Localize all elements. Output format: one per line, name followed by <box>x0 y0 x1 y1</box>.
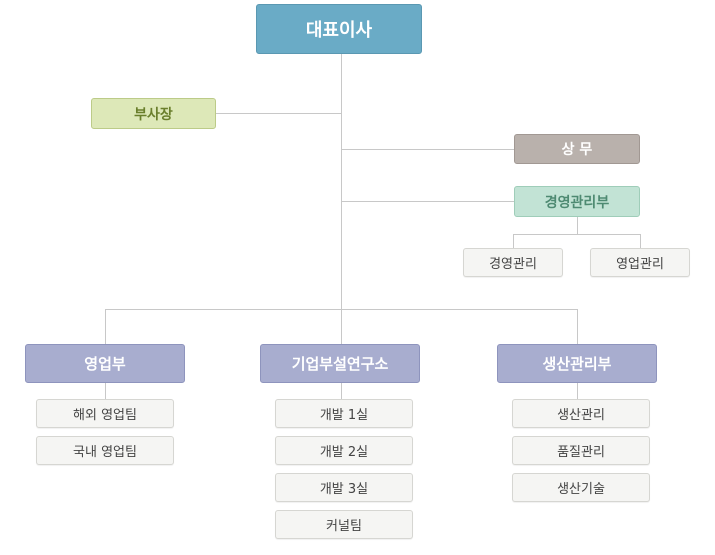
production-department-box: 생산관리부 <box>497 344 657 383</box>
sales-department-box: 영업부 <box>25 344 185 383</box>
management-division-box: 경영관리부 <box>514 186 640 217</box>
dev-room-2-box: 개발 2실 <box>275 436 413 465</box>
executive-box: 상 무 <box>514 134 640 164</box>
research-institute-box: 기업부설연구소 <box>260 344 420 383</box>
dev-room-1-box: 개발 1실 <box>275 399 413 428</box>
quality-management-box: 품질관리 <box>512 436 650 465</box>
dev-room-3-box: 개발 3실 <box>275 473 413 502</box>
ceo-box: 대표이사 <box>256 4 422 54</box>
kernel-team-box: 커널팀 <box>275 510 413 539</box>
production-technology-box: 생산기술 <box>512 473 650 502</box>
production-management-box: 생산관리 <box>512 399 650 428</box>
overseas-sales-team-box: 해외 영업팀 <box>36 399 174 428</box>
domestic-sales-team-box: 국내 영업팀 <box>36 436 174 465</box>
management-team-box: 경영관리 <box>463 248 563 277</box>
sales-management-team-box: 영업관리 <box>590 248 690 277</box>
vice-president-box: 부사장 <box>91 98 216 129</box>
